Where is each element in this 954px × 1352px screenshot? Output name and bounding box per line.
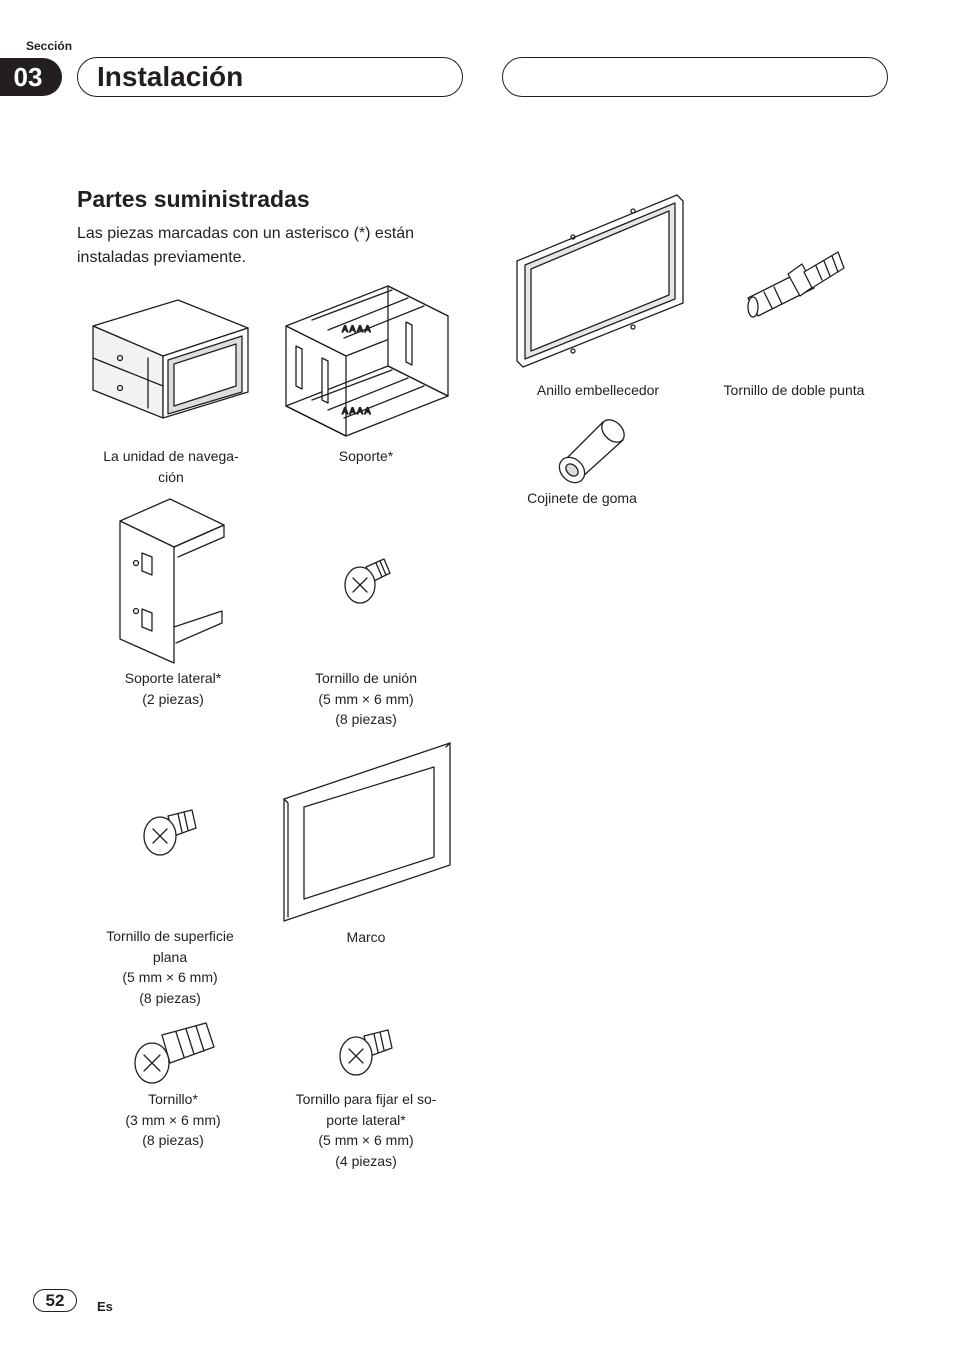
svg-text:A A A A: A A A A: [342, 406, 371, 416]
part-caption-side-bracket: Soporte lateral* (2 piezas): [124, 670, 222, 707]
svg-text:A A A A: A A A A: [342, 324, 371, 334]
double-end-bolt-icon: [747, 251, 845, 318]
flat-head-screw-icon: [143, 809, 197, 856]
screw-icon: [134, 1022, 215, 1084]
section-number-tab: 03: [0, 58, 62, 96]
page-title: Instalación: [97, 61, 244, 92]
binding-screw-icon: [344, 558, 391, 604]
rubber-bush-icon: [558, 419, 625, 484]
holder-bracket-icon: A A A A A A A A: [285, 285, 449, 437]
section-heading: Partes suministradas: [77, 186, 310, 212]
section-label: Sección: [26, 39, 73, 53]
part-caption-trim-ring: Anillo embellecedor: [536, 382, 660, 398]
part-caption-flat-head-screw: Tornillo de superficie plana (5 mm × 6 m…: [106, 928, 234, 1006]
frame-icon: [283, 742, 451, 922]
part-caption-holder: Soporte*: [338, 448, 394, 464]
language-code: Es: [97, 1299, 113, 1314]
part-caption-navigation-unit: La unidad de navega- ción: [103, 448, 239, 485]
part-caption-double-end-bolt: Tornillo de doble punta: [723, 382, 865, 398]
side-bracket-icon: [119, 498, 225, 664]
intro-text: Las piezas marcadas con un asterisco (*)…: [77, 225, 415, 266]
empty-header-frame: [502, 57, 888, 97]
navigation-unit-icon: [92, 299, 249, 419]
part-caption-side-bracket-screw: Tornillo para fijar el so- porte lateral…: [295, 1091, 437, 1169]
page-number: 52: [33, 1289, 77, 1312]
title-frame: [77, 57, 463, 97]
side-bracket-screw-icon: [339, 1029, 393, 1076]
trim-ring-icon: [516, 194, 684, 368]
part-caption-frame: Marco: [346, 929, 386, 945]
part-caption-rubber-bush: Cojinete de goma: [527, 490, 637, 506]
part-caption-screw: Tornillo* (3 mm × 6 mm) (8 piezas): [125, 1091, 221, 1148]
part-caption-binding-screw: Tornillo de unión (5 mm × 6 mm) (8 pieza…: [315, 670, 417, 727]
